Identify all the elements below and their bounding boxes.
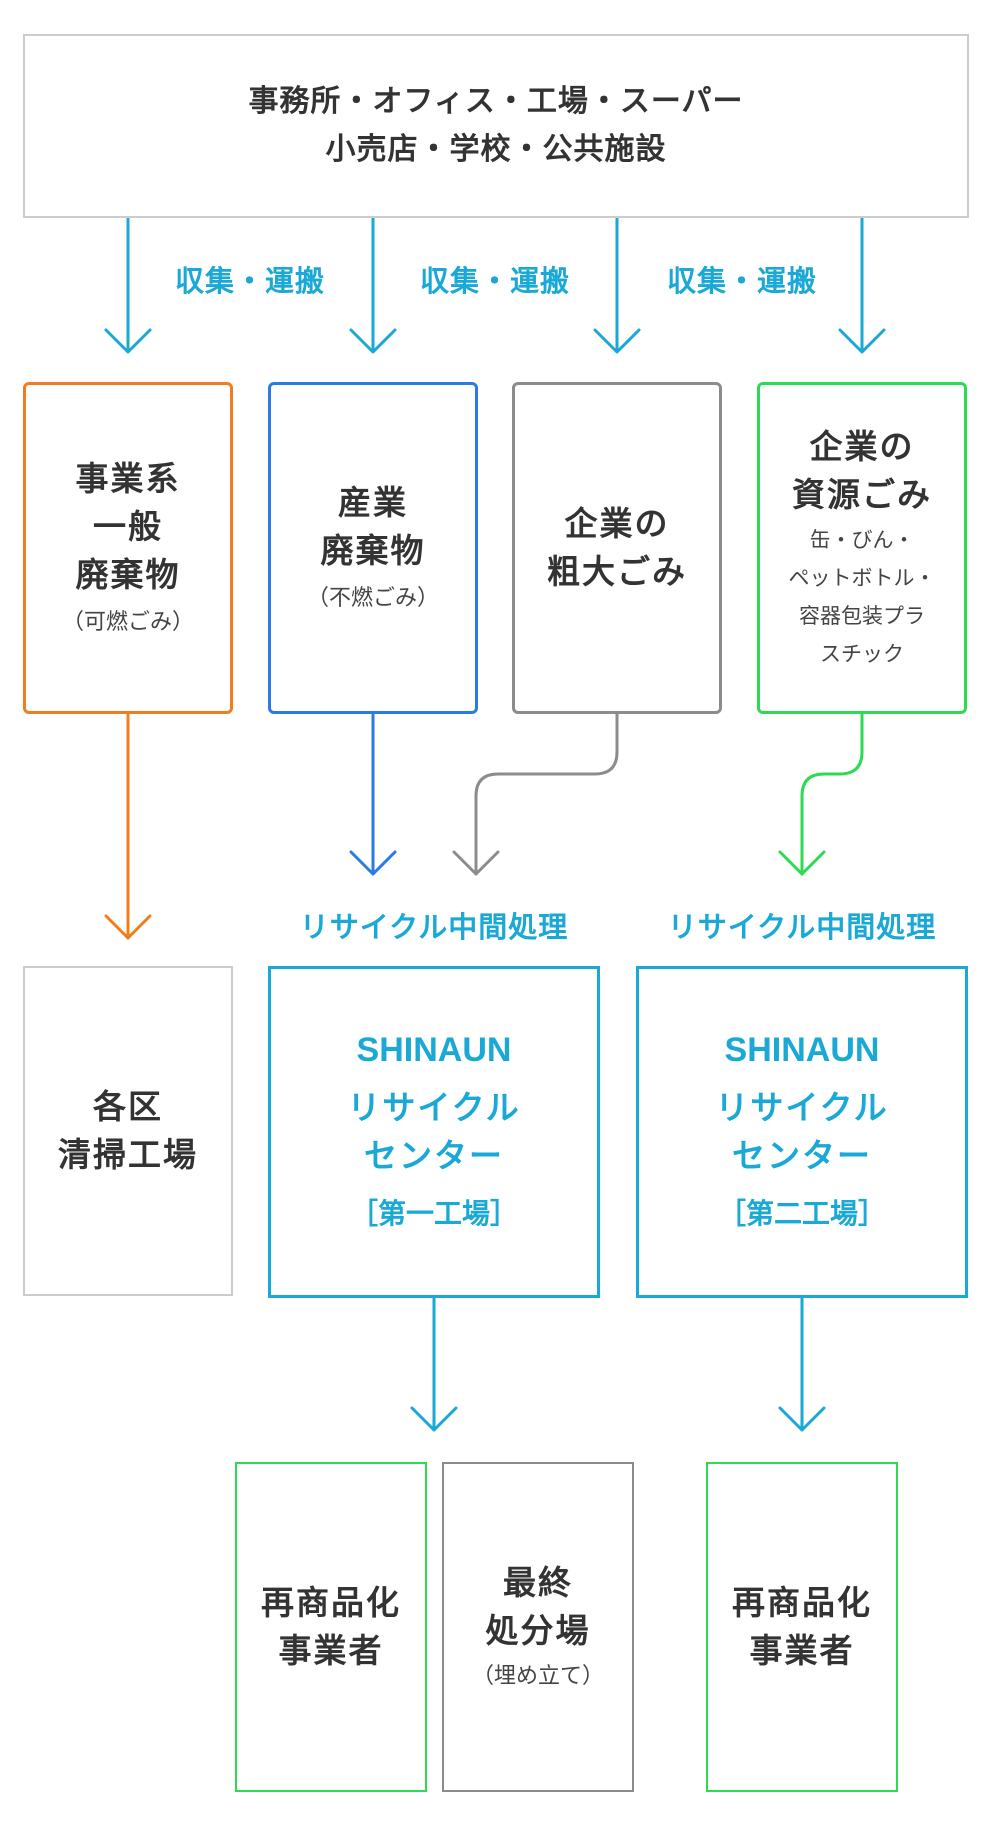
recyclables-line-1: 企業の bbox=[809, 427, 915, 466]
recyclables-detail-3: 容器包装プラ bbox=[799, 604, 925, 628]
source-box: 事務所・オフィス・工場・スーパー 小売店・学校・公共施設 bbox=[23, 34, 969, 218]
ward-plant-line-2: 清掃工場 bbox=[58, 1135, 198, 1174]
center1-line-2: センター bbox=[364, 1136, 504, 1175]
center1-brand-logo: SHINAUN bbox=[356, 1031, 512, 1069]
output3-line-1: 再商品化 bbox=[732, 1583, 872, 1622]
center2-line-2: センター bbox=[732, 1136, 872, 1175]
recycle-center-1: SHINAUN リサイクル センター ［第一工場］ bbox=[268, 966, 600, 1298]
arrow-centers-to-outputs bbox=[410, 1296, 826, 1432]
recyclables-detail-2: ペットボトル・ bbox=[788, 566, 936, 590]
arrow-industrial-to-center1 bbox=[349, 712, 397, 876]
output1-line-1: 再商品化 bbox=[261, 1583, 401, 1622]
recyclables-line-2: 資源ごみ bbox=[792, 475, 932, 514]
output2-note: （埋め立て） bbox=[471, 1664, 604, 1689]
recyclables-detail-1: 缶・びん・ bbox=[809, 528, 915, 552]
output3-line-2: 事業者 bbox=[749, 1631, 855, 1670]
arrowhead-recyclables bbox=[838, 328, 886, 354]
center2-sub: ［第二工場］ bbox=[717, 1197, 886, 1230]
arrowhead-general-waste bbox=[104, 328, 152, 354]
arrowhead-industrial-waste bbox=[349, 328, 397, 354]
transport-label-3: 収集・運搬 bbox=[666, 264, 817, 298]
source-line-1: 事務所・オフィス・工場・スーパー bbox=[248, 84, 744, 119]
center2-line-1: リサイクル bbox=[715, 1088, 889, 1127]
arrow-general-to-ward-plant bbox=[104, 712, 152, 940]
category-industrial-waste: 産業 廃棄物 （不燃ごみ） bbox=[268, 382, 478, 714]
bulky-waste-line-1: 企業の bbox=[564, 504, 670, 543]
ward-plant-line-1: 各区 bbox=[93, 1087, 163, 1126]
output2-line-1: 最終 bbox=[503, 1563, 573, 1602]
process-label-2: リサイクル中間処理 bbox=[667, 910, 937, 944]
industrial-waste-line-2: 廃棄物 bbox=[320, 531, 426, 570]
transport-label-2: 収集・運搬 bbox=[419, 264, 570, 298]
arrow-bulky-to-center1 bbox=[452, 712, 619, 876]
arrowhead-bulky-waste bbox=[593, 328, 641, 354]
recyclables-detail-4: スチック bbox=[820, 642, 904, 666]
transport-label-1: 収集・運搬 bbox=[174, 264, 325, 298]
category-recyclables: 企業の 資源ごみ 缶・びん・ ペットボトル・ 容器包装プラ スチック bbox=[757, 382, 967, 714]
arrow-recyclables-to-center2 bbox=[778, 712, 864, 876]
category-general-waste: 事業系 一般 廃棄物 （可燃ごみ） bbox=[23, 382, 233, 714]
source-line-2: 小売店・学校・公共施設 bbox=[325, 132, 667, 167]
output2-line-2: 処分場 bbox=[485, 1611, 591, 1650]
output-recommercialization-2: 再商品化 事業者 bbox=[706, 1462, 898, 1792]
recycle-center-2: SHINAUN リサイクル センター ［第二工場］ bbox=[636, 966, 968, 1298]
general-waste-line-1: 事業系 bbox=[75, 459, 181, 498]
process-label-1: リサイクル中間処理 bbox=[299, 910, 569, 944]
output1-line-2: 事業者 bbox=[278, 1631, 384, 1670]
general-waste-note: （可燃ごみ） bbox=[61, 610, 194, 635]
category-bulky-waste: 企業の 粗大ごみ bbox=[512, 382, 722, 714]
output-recommercialization-1: 再商品化 事業者 bbox=[235, 1462, 427, 1792]
general-waste-line-3: 廃棄物 bbox=[75, 555, 181, 594]
center1-sub: ［第一工場］ bbox=[349, 1197, 518, 1230]
center2-brand-logo: SHINAUN bbox=[724, 1031, 880, 1069]
center1-line-1: リサイクル bbox=[347, 1088, 521, 1127]
output-final-disposal: 最終 処分場 （埋め立て） bbox=[442, 1462, 634, 1792]
ward-cleaning-plant: 各区 清掃工場 bbox=[23, 966, 233, 1296]
industrial-waste-line-1: 産業 bbox=[338, 483, 408, 522]
industrial-waste-note: （不燃ごみ） bbox=[306, 586, 439, 611]
general-waste-line-2: 一般 bbox=[93, 507, 163, 546]
bulky-waste-line-2: 粗大ごみ bbox=[547, 552, 687, 591]
